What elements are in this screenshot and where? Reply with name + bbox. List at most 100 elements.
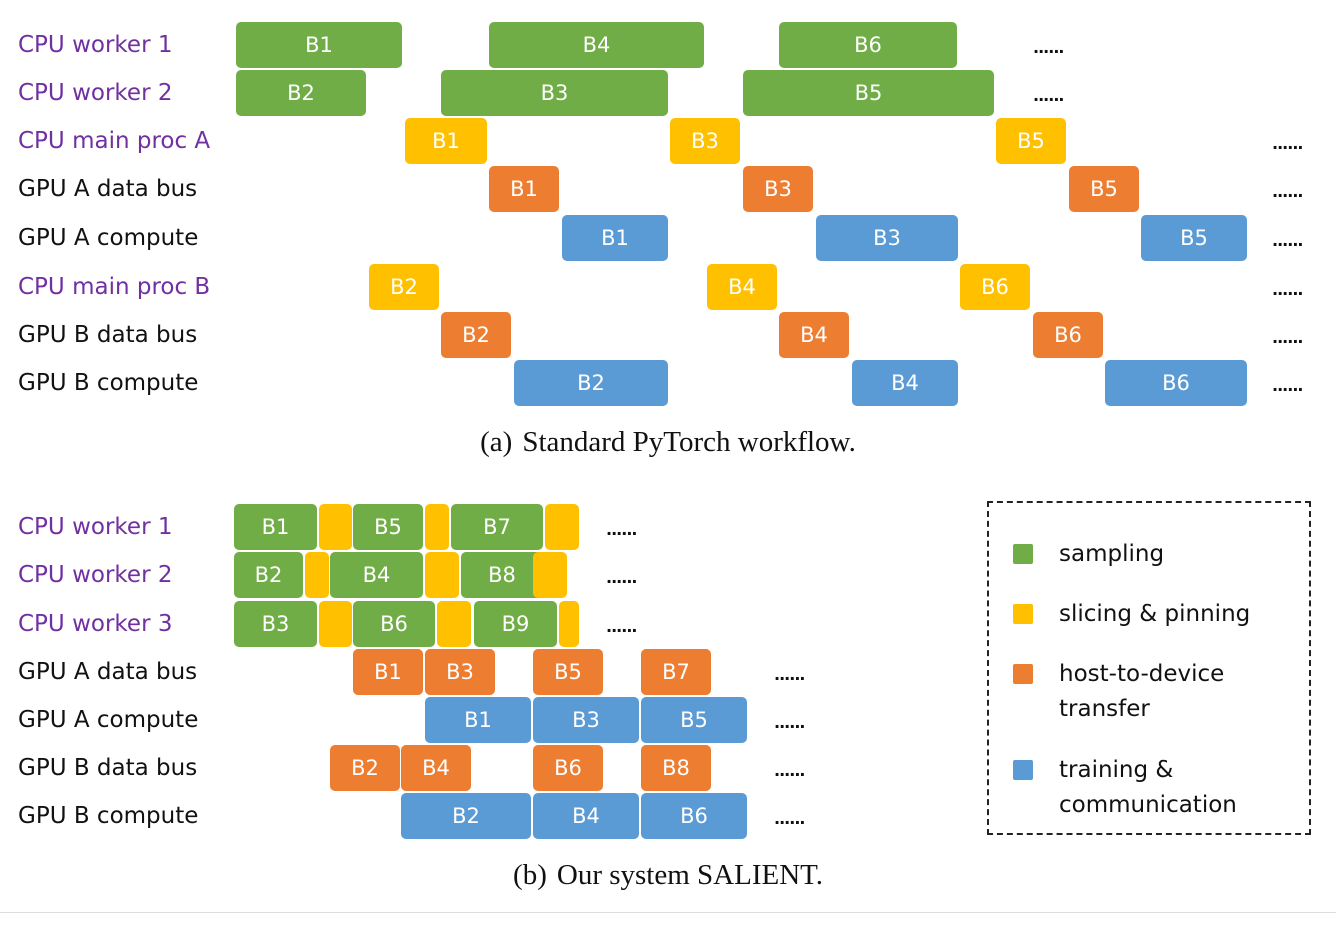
ellipsis-cpu-worker-1: ...... [1033,38,1064,57]
sampling-block-b2: B2 [234,552,303,598]
row-label-gpu-b-compute: GPU B compute [18,803,199,829]
training-block-b4: B4 [852,360,958,406]
row-label-gpu-b-compute: GPU B compute [18,370,199,396]
training-block-b3: B3 [533,697,639,743]
transfer-block-b4: B4 [401,745,471,791]
slicing-block-b3: B3 [670,118,740,164]
training-block-b1: B1 [562,215,668,261]
caption-a-text: Standard PyTorch workflow. [522,426,856,458]
legend-swatch-slicing [1013,604,1033,624]
caption-a-tag: (a) [480,426,513,458]
slicing-block [305,552,329,598]
ellipsis-gpu-a-data-bus: ...... [1272,182,1303,201]
sampling-block-b5: B5 [743,70,994,116]
legend-label-training: training & communication [1059,757,1237,818]
slicing-block-b6: B6 [960,264,1030,310]
transfer-block-b5: B5 [533,649,603,695]
sampling-block-b4: B4 [489,22,704,68]
transfer-block-b2: B2 [441,312,511,358]
sampling-block-b3: B3 [441,70,668,116]
row-label-gpu-a-data-bus: GPU A data bus [18,659,198,685]
ellipsis-gpu-b-compute: ...... [1272,376,1303,395]
training-block-b2: B2 [401,793,531,839]
caption-b-tag: (b) [513,859,547,891]
training-block-b3: B3 [816,215,958,261]
training-block-b5: B5 [641,697,747,743]
legend-label-transfer: host-to-device transfer [1059,661,1225,722]
slicing-block-b5: B5 [996,118,1066,164]
transfer-block-b6: B6 [533,745,603,791]
ellipsis-cpu-worker-3: ...... [606,617,637,636]
sampling-block-b9: B9 [474,601,557,647]
ellipsis-gpu-a-compute: ...... [1272,231,1303,250]
transfer-block-b6: B6 [1033,312,1103,358]
sampling-block-b4: B4 [330,552,423,598]
row-label-gpu-a-compute: GPU A compute [18,225,199,251]
ellipsis-cpu-main-proc-a: ...... [1272,134,1303,153]
row-label-cpu-worker-1: CPU worker 1 [18,32,173,58]
training-block-b2: B2 [514,360,668,406]
sampling-block-b8: B8 [461,552,543,598]
training-block-b5: B5 [1141,215,1247,261]
slicing-block [437,601,471,647]
sampling-block-b2: B2 [236,70,366,116]
row-label-cpu-main-proc-a: CPU main proc A [18,128,211,154]
training-block-b1: B1 [425,697,531,743]
ellipsis-gpu-b-data-bus: ...... [1272,328,1303,347]
row-label-cpu-worker-2: CPU worker 2 [18,80,173,106]
ellipsis-gpu-b-compute: ...... [774,809,805,828]
row-label-gpu-b-data-bus: GPU B data bus [18,322,198,348]
transfer-block-b8: B8 [641,745,711,791]
slicing-block [425,552,459,598]
row-label-gpu-a-compute: GPU A compute [18,707,199,733]
ellipsis-cpu-worker-2: ...... [606,568,637,587]
transfer-block-b7: B7 [641,649,711,695]
sampling-block-b1: B1 [236,22,402,68]
caption-a: (a) Standard PyTorch workflow. [0,424,1336,460]
training-block-b6: B6 [1105,360,1247,406]
ellipsis-gpu-b-data-bus: ...... [774,761,805,780]
ellipsis-cpu-worker-1: ...... [606,520,637,539]
row-label-cpu-worker-2: CPU worker 2 [18,562,173,588]
bottom-divider [0,912,1336,913]
legend-swatch-training [1013,760,1033,780]
slicing-block [545,504,579,550]
transfer-block-b3: B3 [743,166,813,212]
slicing-block-b4: B4 [707,264,777,310]
legend-box: sampling slicing & pinning host-to-devic… [987,501,1311,835]
row-label-cpu-worker-3: CPU worker 3 [18,611,173,637]
ellipsis-cpu-worker-2: ...... [1033,86,1064,105]
slicing-block [559,601,579,647]
training-block-b4: B4 [533,793,639,839]
row-label-cpu-main-proc-b: CPU main proc B [18,274,211,300]
transfer-block-b1: B1 [489,166,559,212]
ellipsis-gpu-a-compute: ...... [774,713,805,732]
transfer-block-b1: B1 [353,649,423,695]
row-label-gpu-b-data-bus: GPU B data bus [18,755,198,781]
sampling-block-b5: B5 [353,504,423,550]
row-label-gpu-a-data-bus: GPU A data bus [18,176,198,202]
transfer-block-b4: B4 [779,312,849,358]
sampling-block-b6: B6 [353,601,435,647]
legend-label-sampling: sampling [1059,541,1165,567]
ellipsis-gpu-a-data-bus: ...... [774,665,805,684]
sampling-block-b6: B6 [779,22,957,68]
slicing-block-b1: B1 [405,118,487,164]
slicing-block [533,552,567,598]
transfer-block-b5: B5 [1069,166,1139,212]
row-label-cpu-worker-1: CPU worker 1 [18,514,173,540]
legend-label-slicing: slicing & pinning [1059,601,1251,627]
slicing-block [319,504,352,550]
training-block-b6: B6 [641,793,747,839]
sampling-block-b7: B7 [451,504,543,550]
sampling-block-b3: B3 [234,601,317,647]
slicing-block [319,601,352,647]
legend-swatch-sampling [1013,544,1033,564]
caption-b-text: Our system SALIENT. [556,859,823,891]
ellipsis-cpu-main-proc-b: ...... [1272,280,1303,299]
transfer-block-b2: B2 [330,745,400,791]
legend-swatch-transfer [1013,664,1033,684]
sampling-block-b1: B1 [234,504,317,550]
caption-b: (b) Our system SALIENT. [0,857,1336,893]
